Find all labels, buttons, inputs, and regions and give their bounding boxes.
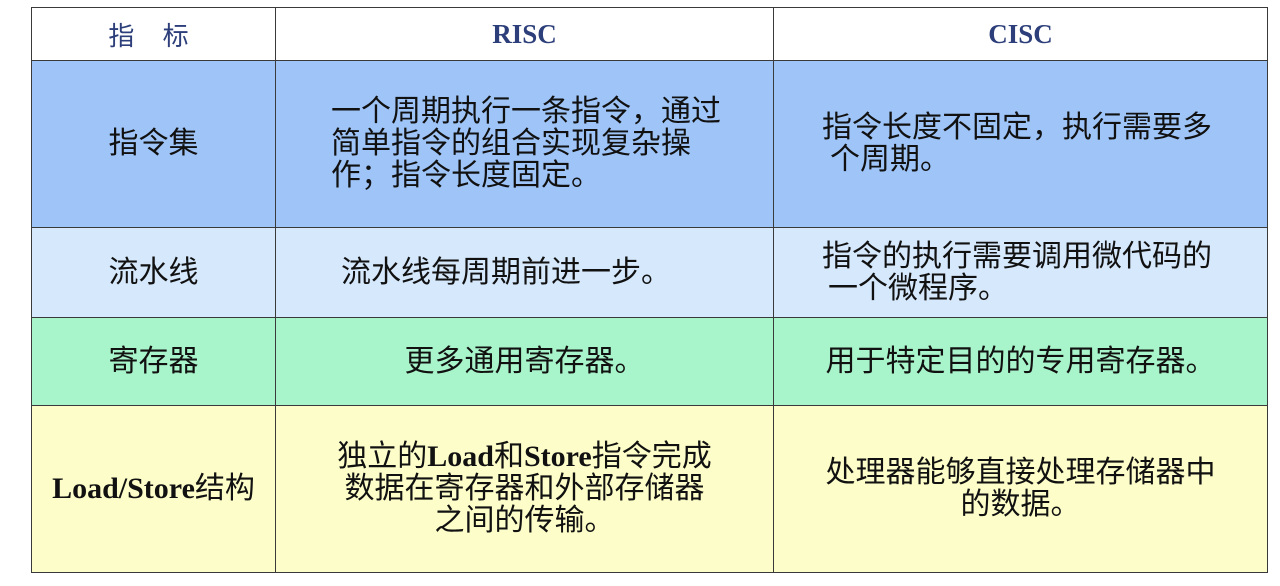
text-line: 数据在寄存器和外部存储器	[344, 471, 705, 506]
cisc-cell: 处理器能够直接处理存储器中 的数据。	[773, 405, 1268, 573]
text-line: 一个微程序。	[828, 270, 1008, 306]
text-fragment: 和	[493, 439, 524, 474]
metric-cell: 流水线	[31, 227, 276, 318]
metric-label-latin: Load/Store	[52, 472, 195, 505]
row-load-store: Load/Store结构 独立的Load和Store指令完成 数据在寄存器和外部…	[31, 405, 1268, 573]
text-line: 指令的执行需要调用微代码的	[822, 238, 1212, 274]
row-instruction-set: 指令集 一个周期执行一条指令，通过 简单指令的组合实现复杂操 作；指令长度固定。…	[31, 60, 1268, 228]
text-line: 指令长度不固定，执行需要多	[822, 110, 1212, 145]
text-line: 个周期。	[830, 142, 950, 177]
metric-label: Load/Store结构	[52, 471, 255, 506]
metric-label: 寄存器	[108, 343, 199, 379]
row-pipeline: 流水线 流水线每周期前进一步。 指令的执行需要调用微代码的 一个微程序。	[31, 227, 1268, 318]
risc-cell: 一个周期执行一条指令，通过 简单指令的组合实现复杂操 作；指令长度固定。	[275, 60, 774, 228]
cisc-cell: 指令长度不固定，执行需要多 个周期。	[773, 60, 1268, 228]
metric-cell: 指令集	[31, 60, 276, 228]
risc-cell: 流水线每周期前进一步。	[275, 227, 774, 318]
cisc-text: 处理器能够直接处理存储器中 的数据。	[775, 455, 1267, 522]
cisc-cell: 指令的执行需要调用微代码的 一个微程序。	[773, 227, 1268, 318]
metric-cell: 寄存器	[31, 317, 276, 406]
risc-text: 一个周期执行一条指令，通过 简单指令的组合实现复杂操 作；指令长度固定。	[331, 96, 773, 192]
text-line: 作；指令长度固定。	[331, 158, 601, 193]
text-line: 一个周期执行一条指令，通过	[331, 94, 721, 129]
row-registers: 寄存器 更多通用寄存器。 用于特定目的的专用寄存器。	[31, 317, 1268, 406]
metric-label-cjk: 结构	[194, 471, 255, 506]
cisc-text: 用于特定目的的专用寄存器。	[825, 343, 1216, 379]
text-line: 独立的Load和Store指令完成	[277, 439, 773, 474]
risc-cell: 更多通用寄存器。	[275, 317, 774, 406]
risc-text: 独立的Load和Store指令完成 数据在寄存器和外部存储器 之间的传输。	[277, 439, 773, 538]
header-row: 指 标 RISC CISC	[31, 7, 1268, 61]
store-keyword: Store	[523, 440, 592, 473]
text-line: 之间的传输。	[434, 503, 615, 538]
risc-text: 流水线每周期前进一步。	[331, 254, 773, 290]
risc-text: 更多通用寄存器。	[404, 343, 645, 379]
text-fragment: 独立的	[337, 439, 428, 474]
cisc-text: 指令长度不固定，执行需要多 个周期。	[822, 112, 1267, 176]
header-metric: 指 标	[31, 7, 276, 61]
metric-label: 指令集	[108, 126, 199, 161]
metric-cell: Load/Store结构	[31, 405, 276, 573]
text-line: 简单指令的组合实现复杂操	[331, 126, 691, 161]
risc-cell: 独立的Load和Store指令完成 数据在寄存器和外部存储器 之间的传输。	[275, 405, 774, 573]
text-line: 的数据。	[960, 487, 1081, 522]
header-cisc: CISC	[773, 7, 1268, 61]
cisc-text: 指令的执行需要调用微代码的 一个微程序。	[822, 238, 1267, 306]
text-line: 处理器能够直接处理存储器中	[825, 455, 1216, 490]
load-keyword: Load	[427, 440, 494, 473]
header-risc: RISC	[275, 7, 774, 61]
metric-label: 流水线	[108, 254, 199, 290]
text-fragment: 指令完成	[591, 439, 712, 474]
cisc-cell: 用于特定目的的专用寄存器。	[773, 317, 1268, 406]
comparison-table: 指 标 RISC CISC 指令集 一个周期执行一条指令，通过 简单指令的组合实…	[31, 7, 1268, 573]
text-line: 流水线每周期前进一步。	[341, 254, 671, 290]
